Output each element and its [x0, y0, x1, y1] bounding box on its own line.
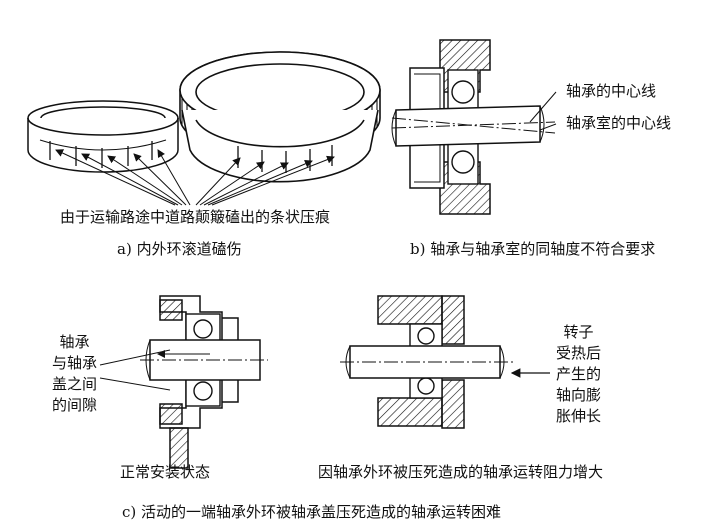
rotor-label-line: 轴向膨 [556, 386, 602, 404]
caption-c: c) 活动的一端轴承外环被轴承盖压死造成的轴承运转困难 [122, 503, 502, 521]
caption-c-right: 因轴承外环被压死造成的轴承运转阻力增大 [318, 463, 604, 481]
inner-ring-dents [49, 141, 153, 168]
rotor-label-line: 产生的 [556, 365, 602, 383]
rotor-label-line: 转子 [563, 323, 594, 341]
panel-b-centerlines [391, 117, 556, 134]
gap-label-line: 盖之间 [52, 375, 98, 393]
label-housing-centerline: 轴承室的中心线 [566, 114, 672, 132]
gap-label-line: 的间隙 [52, 396, 98, 414]
caption-c-left: 正常安装状态 [120, 463, 211, 481]
caption-b: b) 轴承与轴承室的同轴度不符合要求 [410, 240, 656, 258]
gap-label-line: 与轴承 [52, 354, 98, 372]
outer-ring-drawing [179, 51, 381, 183]
panel-c-right-housing [377, 295, 465, 429]
gap-leaders [99, 349, 171, 391]
panel-b-leaders [529, 91, 557, 131]
panel-b-shaft [391, 105, 545, 147]
dent-pointer-lines [55, 149, 335, 206]
rotor-label-line: 受热后 [556, 344, 602, 362]
caption-a: a) 内外环滚道磕伤 [117, 240, 242, 258]
inner-ring-drawing [27, 100, 179, 173]
gap-label-line: 轴承 [59, 333, 90, 351]
label-bearing-centerline: 轴承的中心线 [566, 82, 657, 100]
panel-c-left-bearing [185, 313, 221, 407]
rotor-expansion-label: 转子 受热后 产生的 轴向膨 胀伸长 [556, 322, 601, 427]
rotor-label-line: 胀伸长 [556, 407, 602, 425]
dent-annotation: 由于运输路途中道路颠簸磕出的条状压痕 [60, 208, 331, 226]
gap-label: 轴承 与轴承 盖之间 的间隙 [52, 332, 97, 416]
